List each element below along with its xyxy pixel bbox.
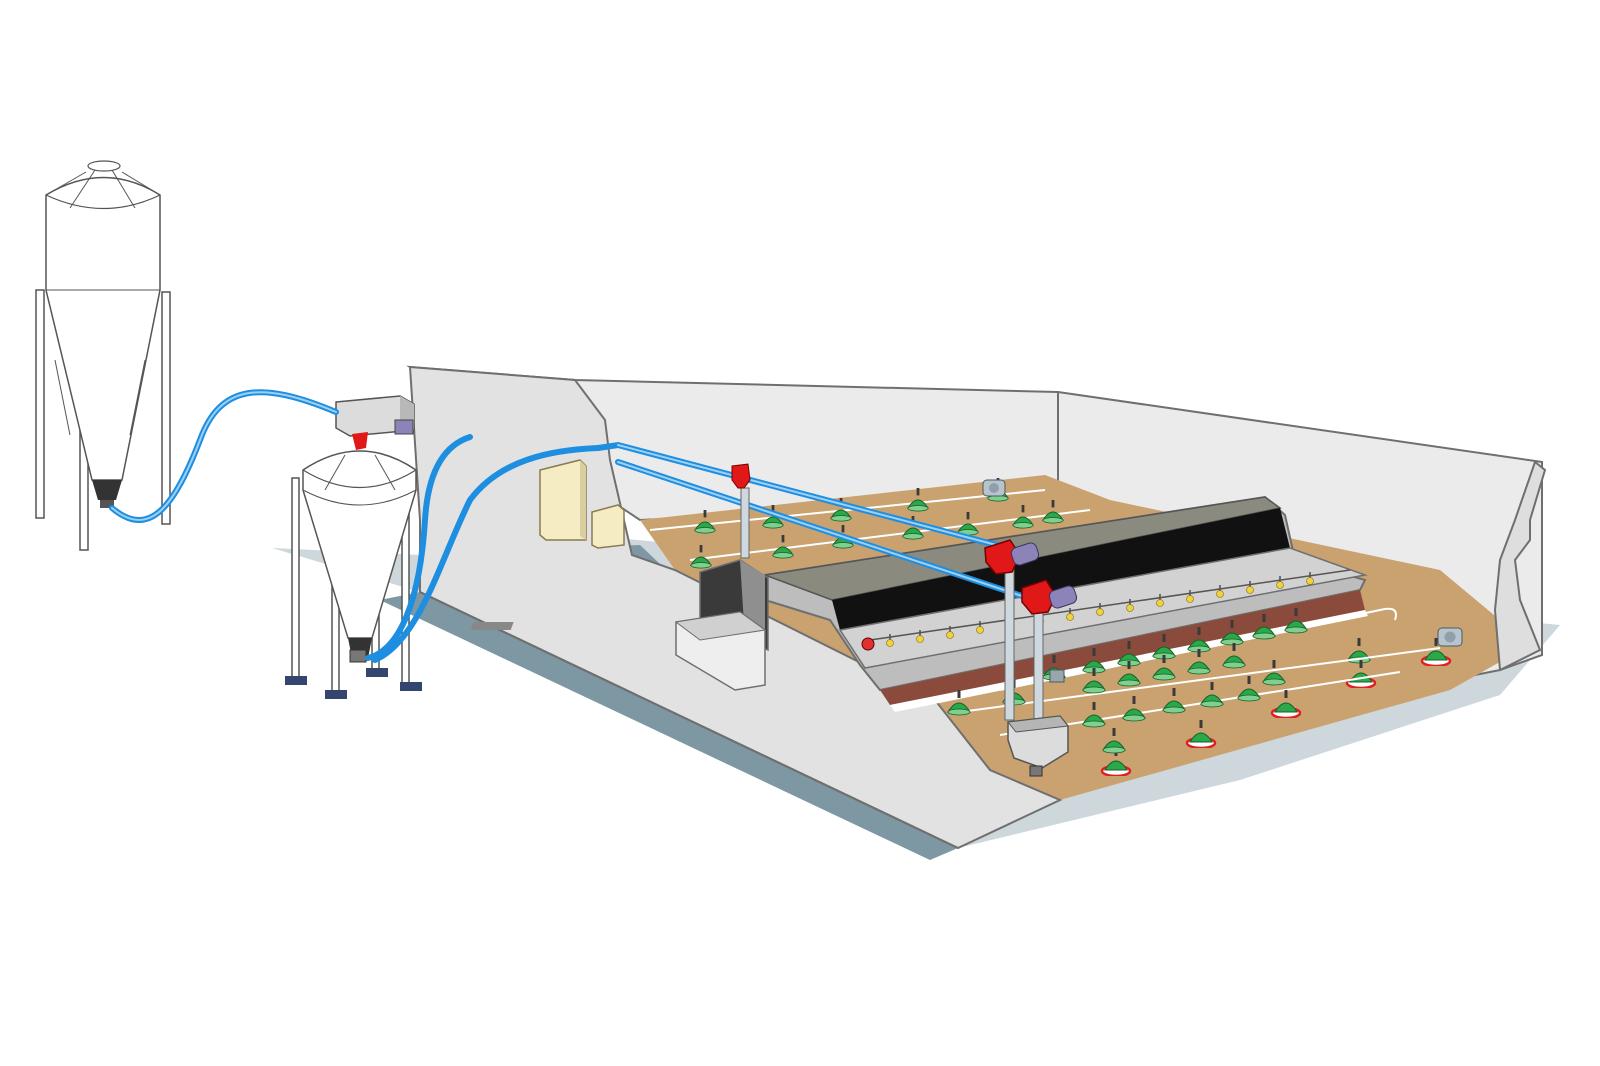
feed-silo-large — [35, 160, 171, 551]
house-right-wall — [1493, 460, 1547, 672]
pan-feeder-line-front-1 — [999, 607, 1397, 691]
house-entrance — [470, 559, 769, 691]
transfer-unit — [335, 395, 415, 450]
transfer-drop-red — [352, 432, 368, 450]
pan-feeder-line-back-1 — [649, 478, 1046, 534]
fan-unit-back — [982, 479, 1006, 497]
control-box — [539, 459, 625, 549]
drive-unit-2 — [1021, 579, 1078, 615]
feed-silo-hopper — [285, 450, 422, 699]
pan-feeder-line-back-2 — [689, 500, 1091, 569]
floor-hopper — [1007, 715, 1069, 777]
center-base — [880, 590, 1365, 705]
drive-unit-1 — [984, 539, 1040, 575]
center-belt — [832, 508, 1290, 630]
drive-unit-small — [731, 463, 751, 489]
fan-unit-front — [1049, 627, 1463, 683]
